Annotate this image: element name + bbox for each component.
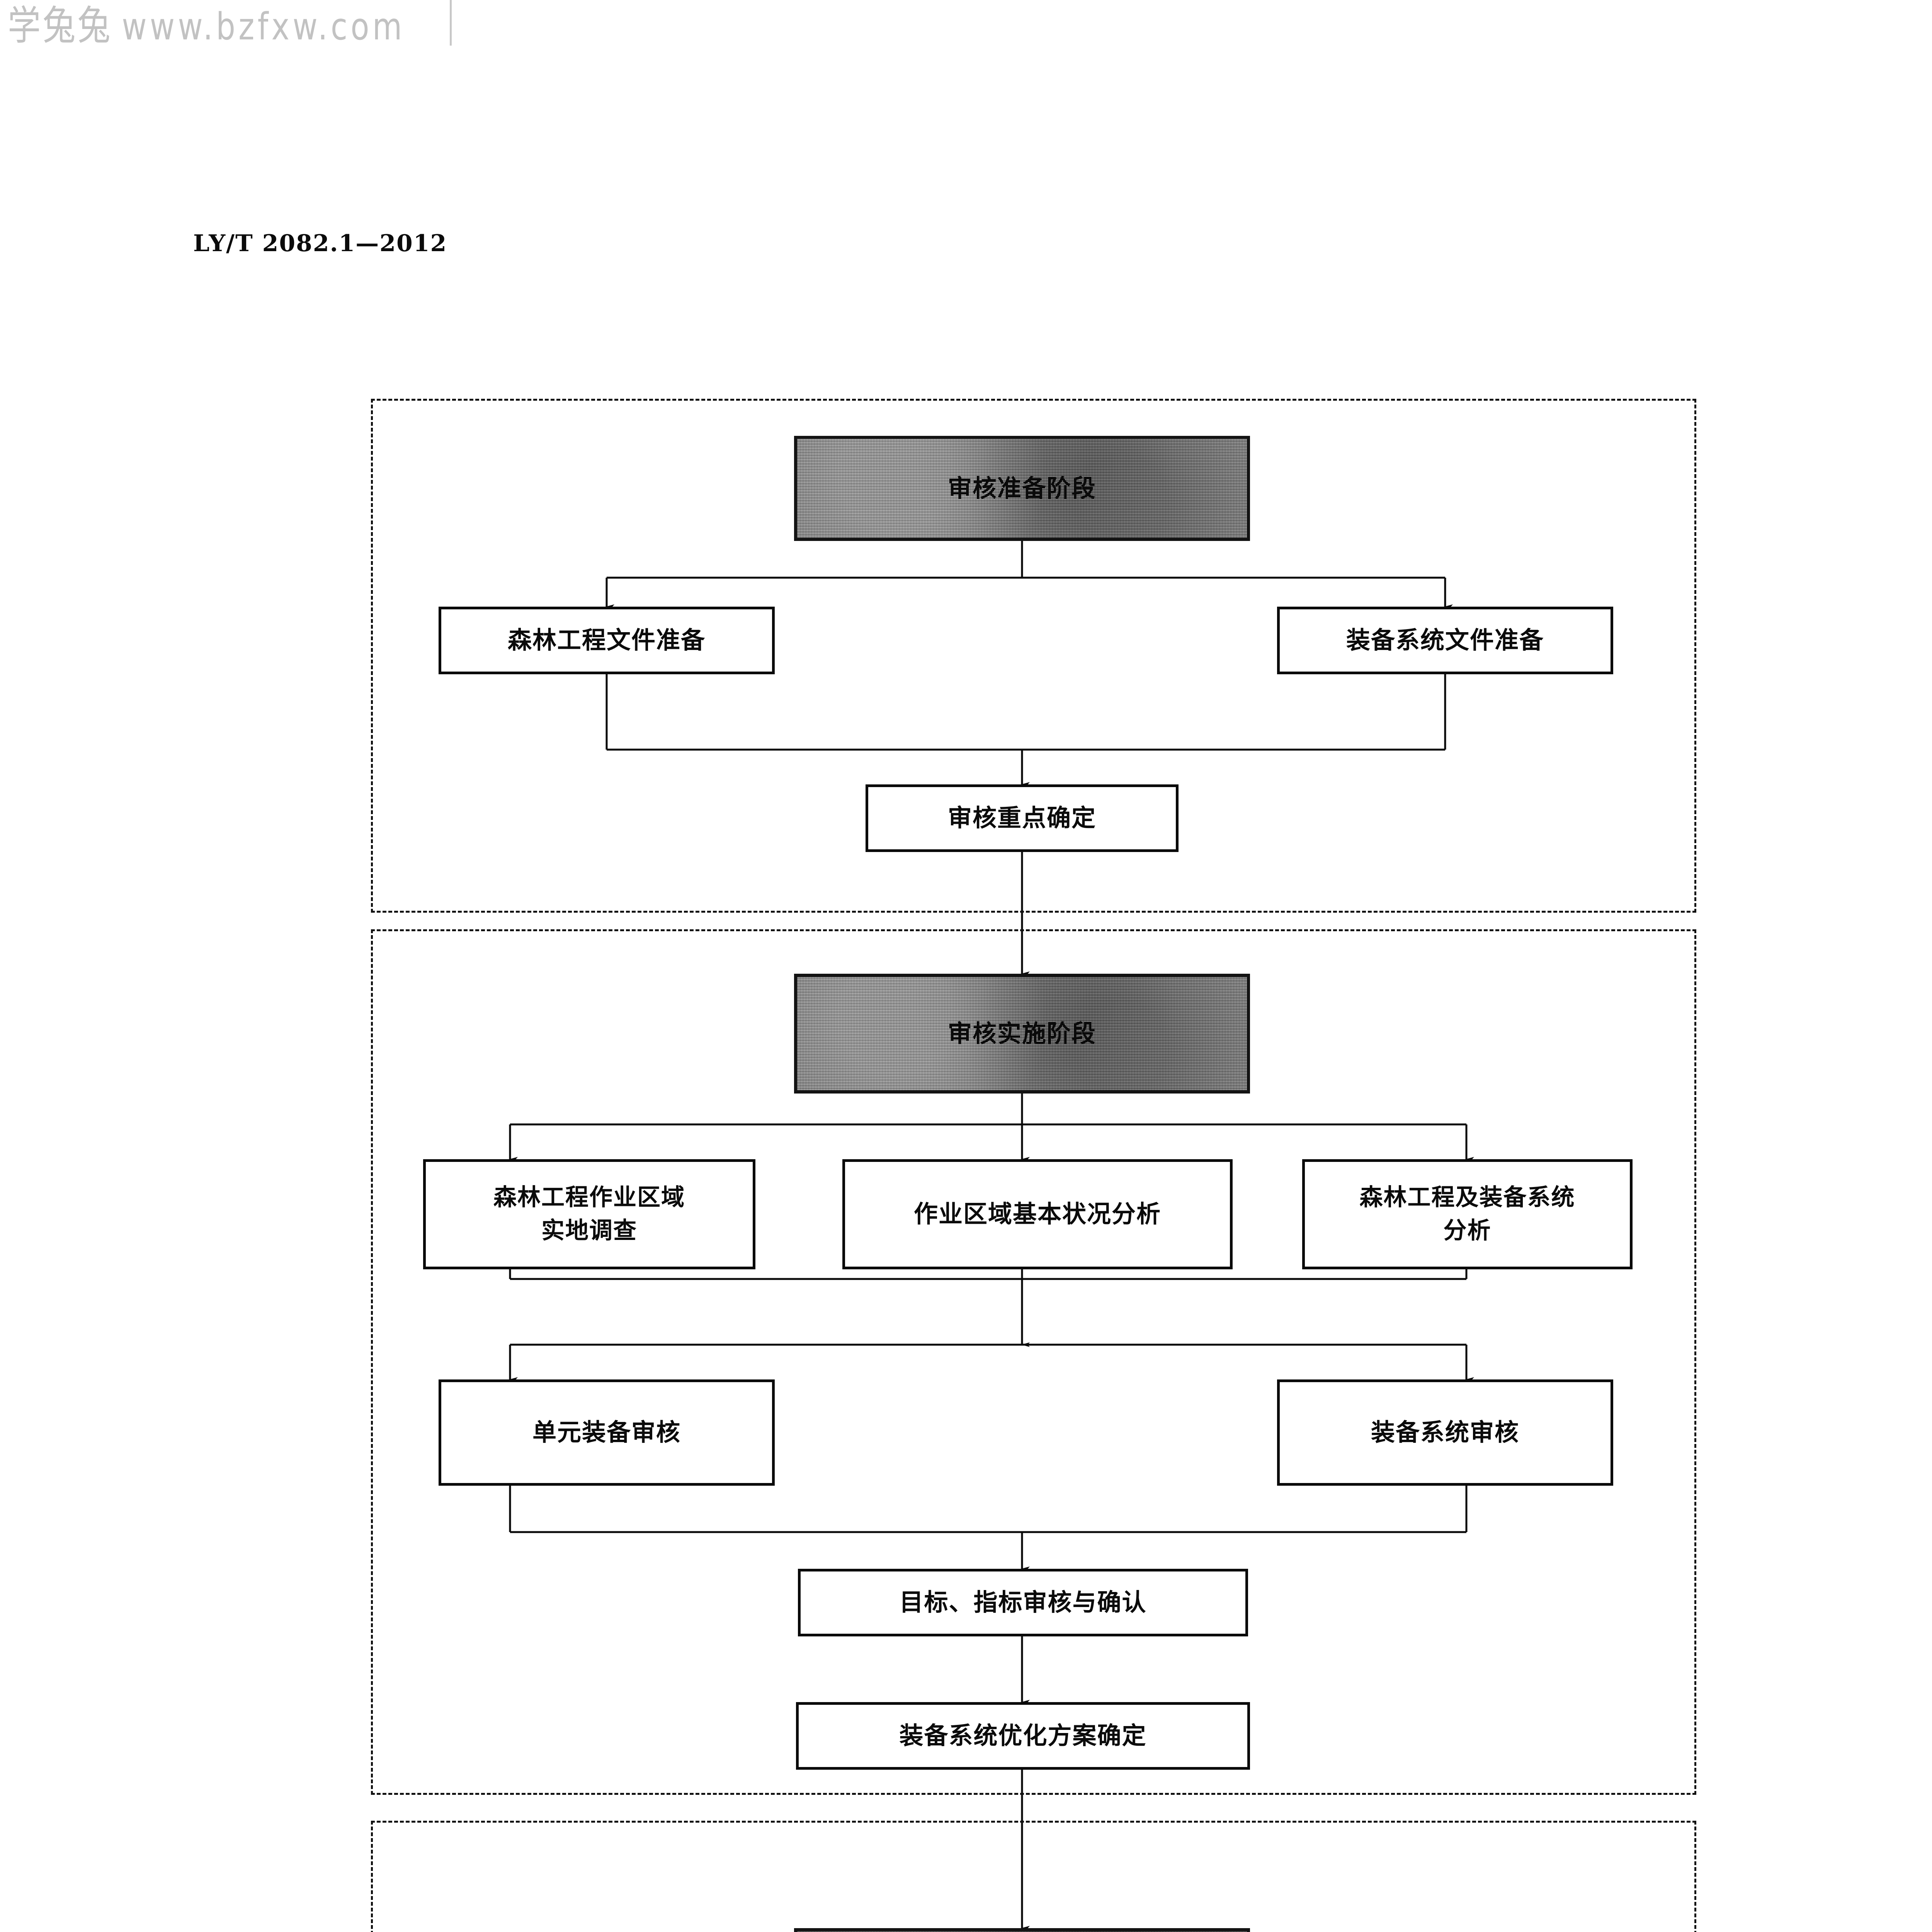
watermark-brand: 学兔兔 (8, 2, 112, 49)
node-area-status-analysis[interactable]: 作业区域基本状况分析 (842, 1159, 1233, 1269)
node-label-line1: 森林工程作业区域 (493, 1184, 685, 1211)
node-phase-preparation[interactable]: 审核准备阶段 (794, 436, 1250, 541)
node-forest-doc-prep[interactable]: 森林工程文件准备 (439, 607, 775, 674)
node-unit-equipment-audit[interactable]: 单元装备审核 (439, 1379, 775, 1486)
node-label-line2: 实地调查 (541, 1217, 637, 1244)
node-label: 单元装备审核 (532, 1418, 681, 1447)
node-label: 目标、指标审核与确认 (899, 1588, 1147, 1617)
node-label: 装备系统优化方案确定 (899, 1721, 1147, 1750)
node-label-line2: 分析 (1443, 1217, 1492, 1244)
node-label: 审核重点确定 (947, 804, 1096, 832)
node-label: 森林工程文件准备 (507, 626, 706, 655)
node-label: 作业区域基本状况分析 (913, 1200, 1161, 1228)
node-phase-implementation[interactable]: 审核实施阶段 (794, 974, 1250, 1094)
node-label: 装备系统审核 (1371, 1418, 1519, 1447)
watermark-divider (450, 0, 452, 46)
node-audit-focus[interactable]: 审核重点确定 (866, 784, 1179, 852)
node-equipment-doc-prep[interactable]: 装备系统文件准备 (1277, 607, 1613, 674)
node-label: 装备系统文件准备 (1346, 626, 1544, 655)
node-label: 审核实施阶段 (947, 1019, 1096, 1048)
node-equipment-system-audit[interactable]: 装备系统审核 (1277, 1379, 1613, 1486)
group-implementation (371, 929, 1696, 1795)
node-target-index-audit[interactable]: 目标、指标审核与确认 (798, 1569, 1248, 1636)
standard-code-header: LY/T 2082.1—2012 (193, 230, 447, 257)
node-field-survey[interactable]: 森林工程作业区域 实地调查 (423, 1159, 755, 1269)
node-label-line1: 森林工程及装备系统 (1359, 1184, 1575, 1211)
watermark-url: www.bzfxw.com (122, 5, 405, 48)
node-label: 审核准备阶段 (947, 474, 1096, 502)
node-optimization-plan[interactable]: 装备系统优化方案确定 (796, 1702, 1250, 1770)
node-phase-evaluation[interactable]: 审核评价阶段 (794, 1928, 1250, 1932)
group-evaluation (371, 1821, 1696, 1932)
node-forest-equipment-analysis[interactable]: 森林工程及装备系统 分析 (1302, 1159, 1633, 1269)
group-preparation (371, 399, 1696, 913)
